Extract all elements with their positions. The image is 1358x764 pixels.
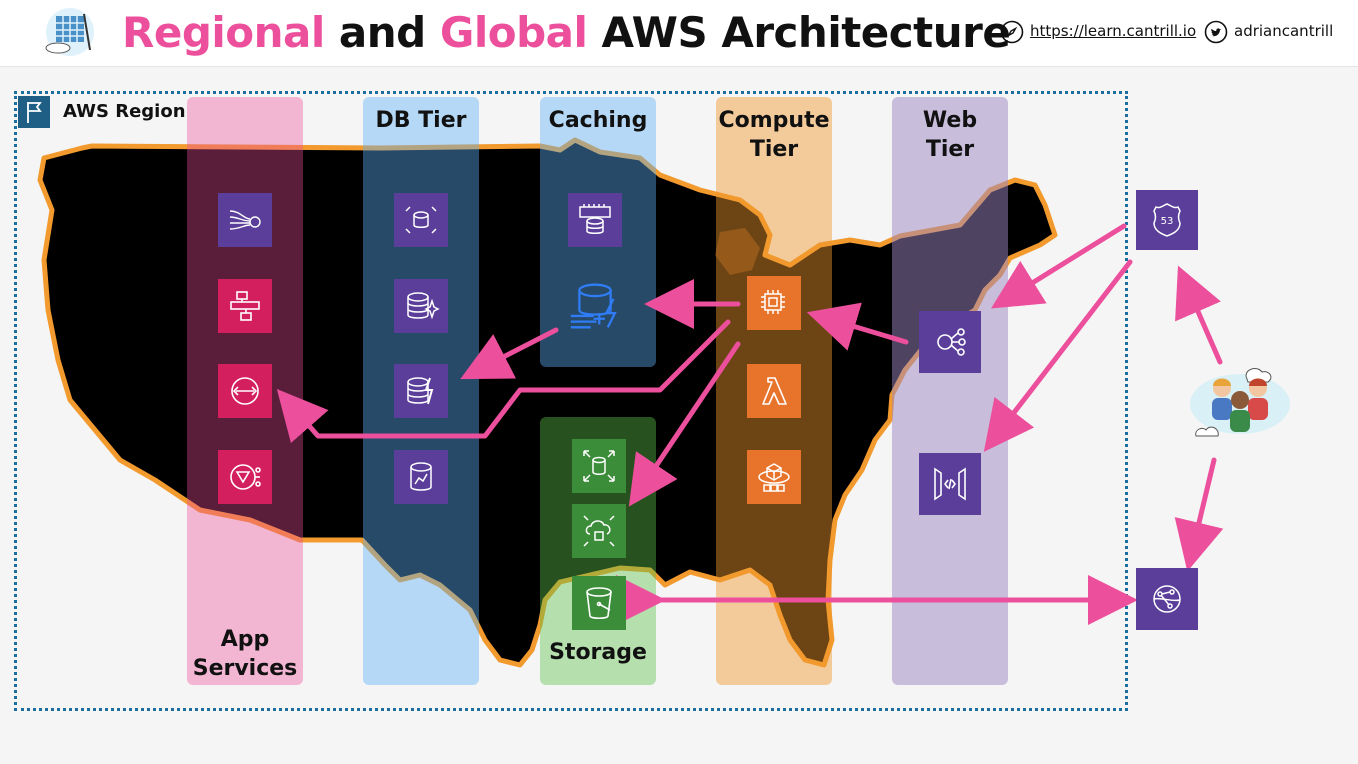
users-icon xyxy=(1190,368,1290,437)
aws-region-boundary xyxy=(14,91,1128,711)
dax-icon[interactable] xyxy=(568,279,622,333)
sns-icon[interactable] xyxy=(218,450,272,504)
web-label-line2: Tier xyxy=(925,137,975,162)
api-gateway-icon[interactable] xyxy=(919,453,981,515)
arrow-elb-to-ec2 xyxy=(806,302,909,351)
cantrill-logo-icon xyxy=(45,8,94,56)
compute-label-line1: Compute xyxy=(718,108,830,133)
app-label-line2: Services xyxy=(192,656,298,681)
title-global: Global xyxy=(439,8,588,57)
lambda-icon[interactable] xyxy=(747,364,801,418)
storage-gateway-icon[interactable] xyxy=(572,504,626,558)
web-label-line1: Web xyxy=(922,108,978,133)
elb-icon[interactable] xyxy=(919,311,981,373)
arrow-route53-to-elb xyxy=(991,223,1127,309)
dynamodb-icon[interactable] xyxy=(394,364,448,418)
app-label-line1: App xyxy=(220,627,270,652)
arrow-route53-to-apigw xyxy=(983,259,1133,452)
storage-label: Storage xyxy=(549,640,647,665)
arrow-users-to-route53 xyxy=(1175,265,1223,365)
sqs-icon[interactable] xyxy=(218,364,272,418)
header-bar: Regional and Global AWS Architecture htt… xyxy=(0,0,1358,67)
page-title: Regional and Global AWS Architecture xyxy=(122,8,1011,57)
arrow-compute-to-sqs xyxy=(276,319,731,444)
title-and: and xyxy=(324,8,440,57)
ecs-icon[interactable] xyxy=(747,450,801,504)
kinesis-icon[interactable] xyxy=(218,193,272,247)
redshift-icon[interactable] xyxy=(394,450,448,504)
compass-icon xyxy=(1000,20,1024,44)
title-rest: AWS Architecture xyxy=(587,8,1011,57)
arrow-users-to-cloudfront xyxy=(1174,457,1224,572)
cloudfront-icon[interactable] xyxy=(1136,568,1198,630)
arrow-compute-to-storage xyxy=(628,341,741,507)
aurora-icon[interactable] xyxy=(394,279,448,333)
compute-label-line2: Tier xyxy=(749,137,799,162)
region-flag-icon xyxy=(18,96,50,128)
ec2-icon[interactable] xyxy=(747,276,801,330)
learn-link[interactable]: https://learn.cantrill.io xyxy=(1030,22,1197,40)
web-tier-column xyxy=(892,97,1008,685)
title-regional: Regional xyxy=(122,8,325,57)
route53-icon[interactable]: 53 xyxy=(1136,190,1198,250)
db-tier-label: DB Tier xyxy=(375,108,467,133)
twitter-icon xyxy=(1204,20,1228,44)
arrow-caching-to-db xyxy=(460,327,559,380)
svg-text:53: 53 xyxy=(1161,216,1174,227)
twitter-handle[interactable]: adriancantrill xyxy=(1234,22,1334,40)
rds-icon[interactable] xyxy=(394,193,448,247)
caching-label: Caching xyxy=(548,108,648,133)
efs-icon[interactable] xyxy=(572,439,626,493)
s3-icon[interactable] xyxy=(572,576,626,630)
elasticache-icon[interactable] xyxy=(568,193,622,247)
step-functions-icon[interactable] xyxy=(218,279,272,333)
usa-map-shape xyxy=(37,137,1058,668)
region-label: AWS Region xyxy=(63,101,186,122)
